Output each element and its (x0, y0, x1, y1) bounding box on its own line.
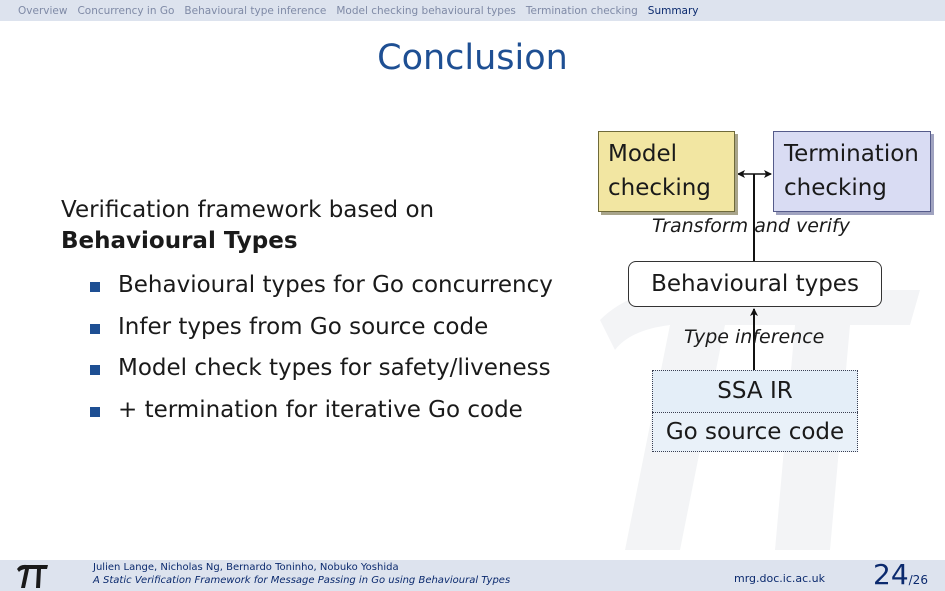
termination-checking-box: Termination checking (773, 131, 931, 212)
section-nav: Overview Concurrency in Go Behavioural t… (0, 0, 945, 21)
footer-bar: Julien Lange, Nicholas Ng, Bernardo Toni… (0, 558, 945, 591)
footer-site[interactable]: mrg.doc.ic.ac.uk (734, 572, 826, 585)
footer-paper-title: A Static Verification Framework for Mess… (93, 575, 511, 586)
term-line2: checking (784, 175, 887, 201)
bullet-item: + termination for iterative Go code (90, 394, 553, 436)
nav-item-summary[interactable]: Summary (647, 4, 699, 17)
type-inference-label: Type inference (684, 326, 825, 348)
pi-watermark-icon (600, 288, 920, 550)
model-line1: Model (608, 141, 678, 167)
nav-item-model-checking[interactable]: Model checking behavioural types (336, 4, 516, 17)
nav-item-concurrency[interactable]: Concurrency in Go (77, 4, 175, 17)
intro-line: Verification framework based on (61, 197, 435, 223)
slide-title: Conclusion (377, 38, 568, 78)
bullet-item: Infer types from Go source code (90, 311, 553, 353)
nav-item-type-inference[interactable]: Behavioural type inference (184, 4, 327, 17)
page-current: 24 (873, 558, 909, 591)
transform-label: Transform and verify (652, 215, 850, 237)
intro-text: Verification framework based on Behaviou… (61, 195, 434, 257)
bullet-item: Behavioural types for Go concurrency (90, 269, 553, 311)
bullet-list: Behavioural types for Go concurrency Inf… (90, 269, 553, 435)
term-line1: Termination (784, 141, 919, 167)
model-checking-box: Model checking (598, 131, 735, 212)
nav-item-termination[interactable]: Termination checking (525, 4, 638, 17)
go-source-box: Go source code (652, 412, 858, 452)
ssa-ir-box: SSA IR (652, 370, 858, 412)
footer-authors: Julien Lange, Nicholas Ng, Bernardo Toni… (93, 562, 399, 573)
pi-logo-icon (17, 564, 48, 588)
model-line2: checking (608, 175, 711, 201)
intro-bold: Behavioural Types (61, 228, 298, 254)
nav-item-overview[interactable]: Overview (18, 4, 68, 17)
bullet-item: Model check types for safety/liveness (90, 352, 553, 394)
behavioural-types-box: Behavioural types (628, 261, 882, 307)
page-total: /26 (908, 573, 928, 587)
page-number: 24/26 (873, 558, 928, 591)
